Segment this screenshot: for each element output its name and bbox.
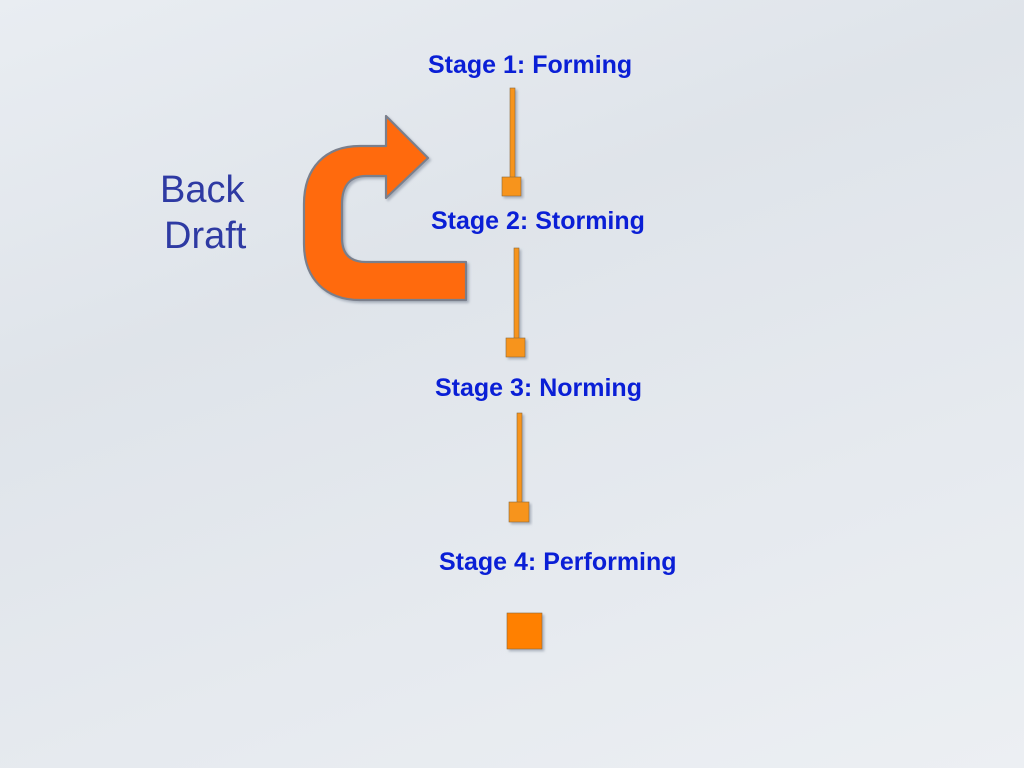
connector-line [509,87,516,181]
connector-forming-to-storming [501,87,522,197]
back-draft-label: Back Draft [160,167,246,259]
square-marker-icon [505,337,526,358]
square-marker-icon [508,501,530,523]
connector-line [513,247,520,342]
connector-line [516,412,523,506]
back-draft-line-1: Back [160,169,245,211]
curved-return-arrow-icon [302,114,468,302]
back-draft-line-2: Draft [164,215,247,257]
stage-3-label: Stage 3: Norming [435,374,642,402]
stage-4-label: Stage 4: Performing [439,548,677,576]
connector-norming-to-performing [508,412,530,523]
terminal-square-marker-icon [506,612,543,650]
connector-storming-to-norming [505,247,526,358]
stage-2-label: Stage 2: Storming [431,207,645,235]
stage-1-label: Stage 1: Forming [428,51,633,79]
square-marker-icon [501,176,522,197]
